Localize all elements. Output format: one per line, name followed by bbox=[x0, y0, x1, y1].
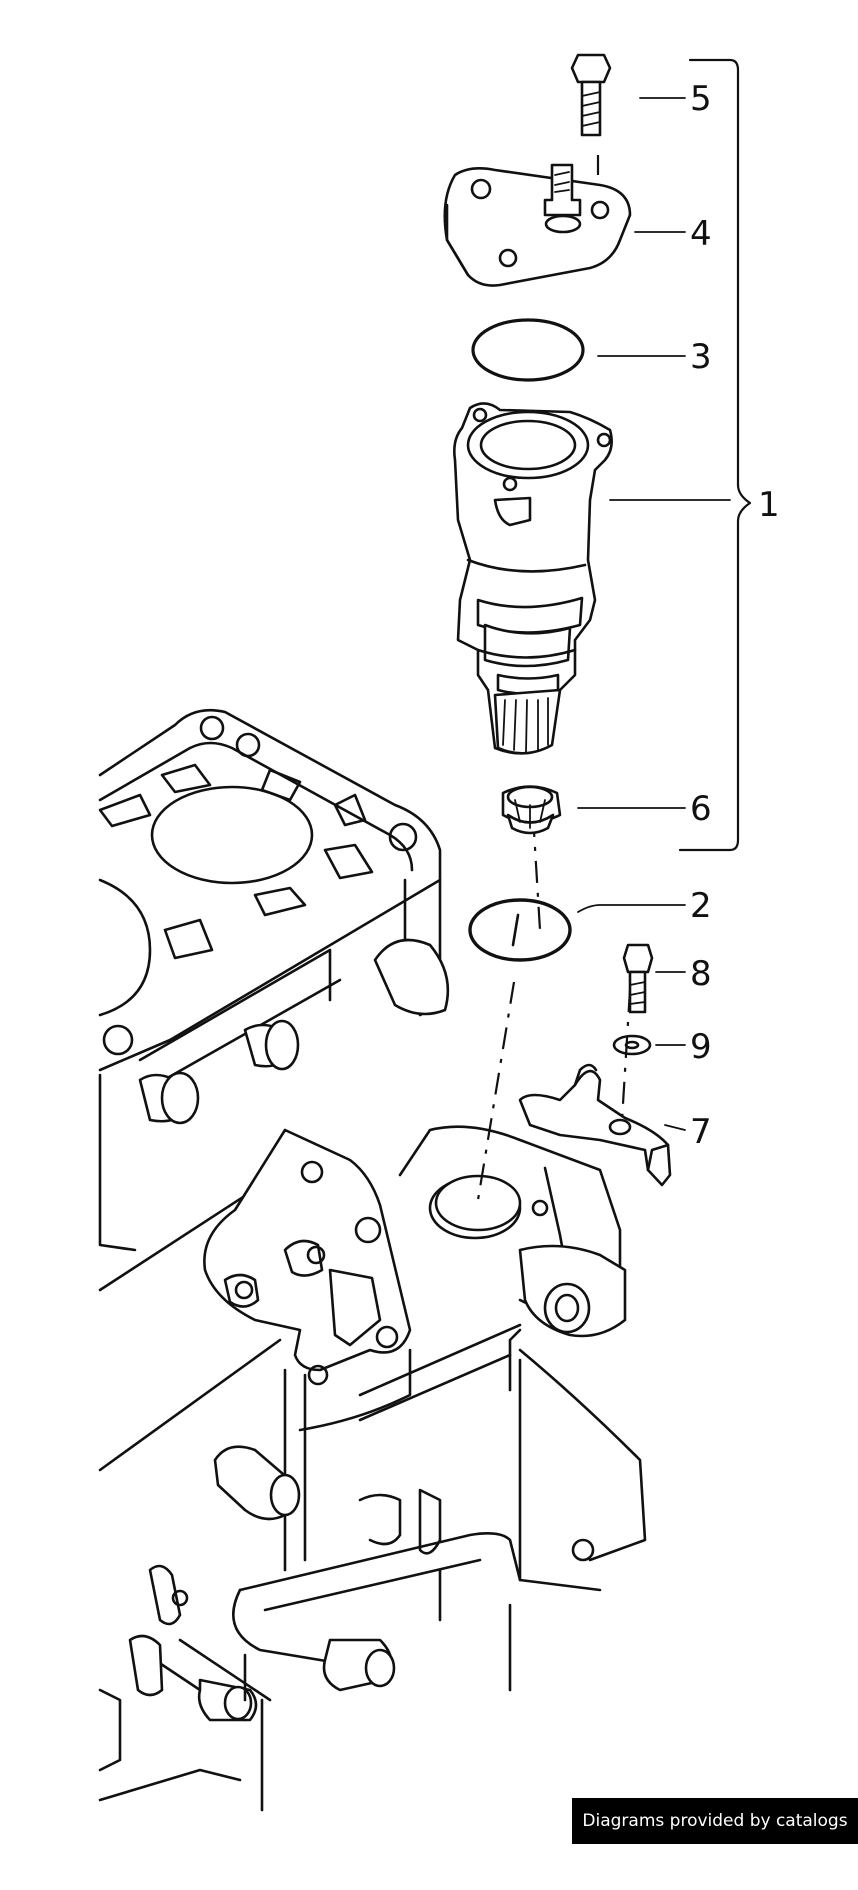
cover-plate-4 bbox=[443, 163, 632, 287]
callout-9: 9 bbox=[690, 1027, 712, 1067]
bolt-5 bbox=[570, 53, 612, 137]
callout-3: 3 bbox=[690, 337, 712, 377]
callout-8: 8 bbox=[690, 954, 712, 994]
clamp-axis-line bbox=[620, 989, 632, 1121]
distributor-housing bbox=[453, 402, 613, 755]
clamp-7 bbox=[518, 1063, 672, 1187]
washer-9 bbox=[612, 1034, 652, 1056]
assembly-axis-line bbox=[531, 814, 542, 931]
callout-4: 4 bbox=[690, 214, 712, 254]
assembly-axis-line-lower bbox=[476, 981, 516, 1201]
callout-6: 6 bbox=[690, 789, 712, 829]
callout-7: 7 bbox=[690, 1112, 712, 1152]
leader-lines bbox=[577, 97, 731, 1131]
gear-6 bbox=[501, 785, 562, 835]
o-ring-3 bbox=[471, 318, 585, 382]
exploded-parts-diagram: 5 4 3 1 6 2 8 9 7 bbox=[98, 53, 780, 1812]
callout-2: 2 bbox=[690, 886, 712, 926]
callout-1: 1 bbox=[758, 485, 780, 525]
o-ring-2 bbox=[468, 898, 572, 962]
engine-block bbox=[98, 708, 647, 1812]
callout-5: 5 bbox=[690, 79, 712, 119]
credit-banner: Diagrams provided by catalogs parts bbox=[572, 1798, 858, 1877]
group-bracket-1 bbox=[678, 58, 752, 852]
bolt-8 bbox=[622, 943, 654, 1014]
